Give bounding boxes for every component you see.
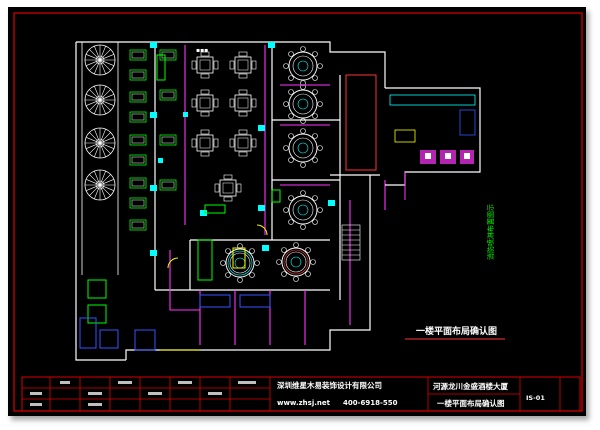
blue-fixtures — [79, 294, 271, 351]
building-walls — [75, 41, 386, 361]
title-block: 深圳维星木易装饰设计有限公司 www.zhsj.net 400-6918-550… — [21, 376, 581, 412]
left-wall-strip — [81, 42, 119, 275]
green-fixtures — [87, 54, 281, 324]
svg-text:▪▪▪: ▪▪▪ — [196, 47, 208, 54]
booth-seating — [129, 49, 177, 231]
sheet-name: 一楼平面布局确认图 — [437, 398, 505, 408]
ceiling-medallions — [84, 44, 116, 201]
staircase — [341, 224, 361, 261]
side-note: 消防喷淋布置图示 — [486, 204, 495, 260]
sheet-number: IS-01 — [526, 394, 545, 402]
structural-columns — [150, 42, 335, 256]
yellow-marks — [160, 224, 268, 351]
company-phone: 400-6918-550 — [343, 399, 398, 407]
dining-tables — [191, 51, 257, 202]
floor-plan: ▪▪▪ — [75, 41, 481, 361]
sheet-border — [13, 12, 583, 412]
drawing-title: 一楼平面布局确认图 — [416, 325, 497, 337]
company-name: 深圳维星木易装饰设计有限公司 — [277, 380, 382, 390]
project-name: 河源龙川金盛酒楼大厦 — [433, 381, 508, 391]
company-website: www.zhsj.net — [277, 399, 331, 407]
kitchen-wing — [345, 74, 481, 200]
